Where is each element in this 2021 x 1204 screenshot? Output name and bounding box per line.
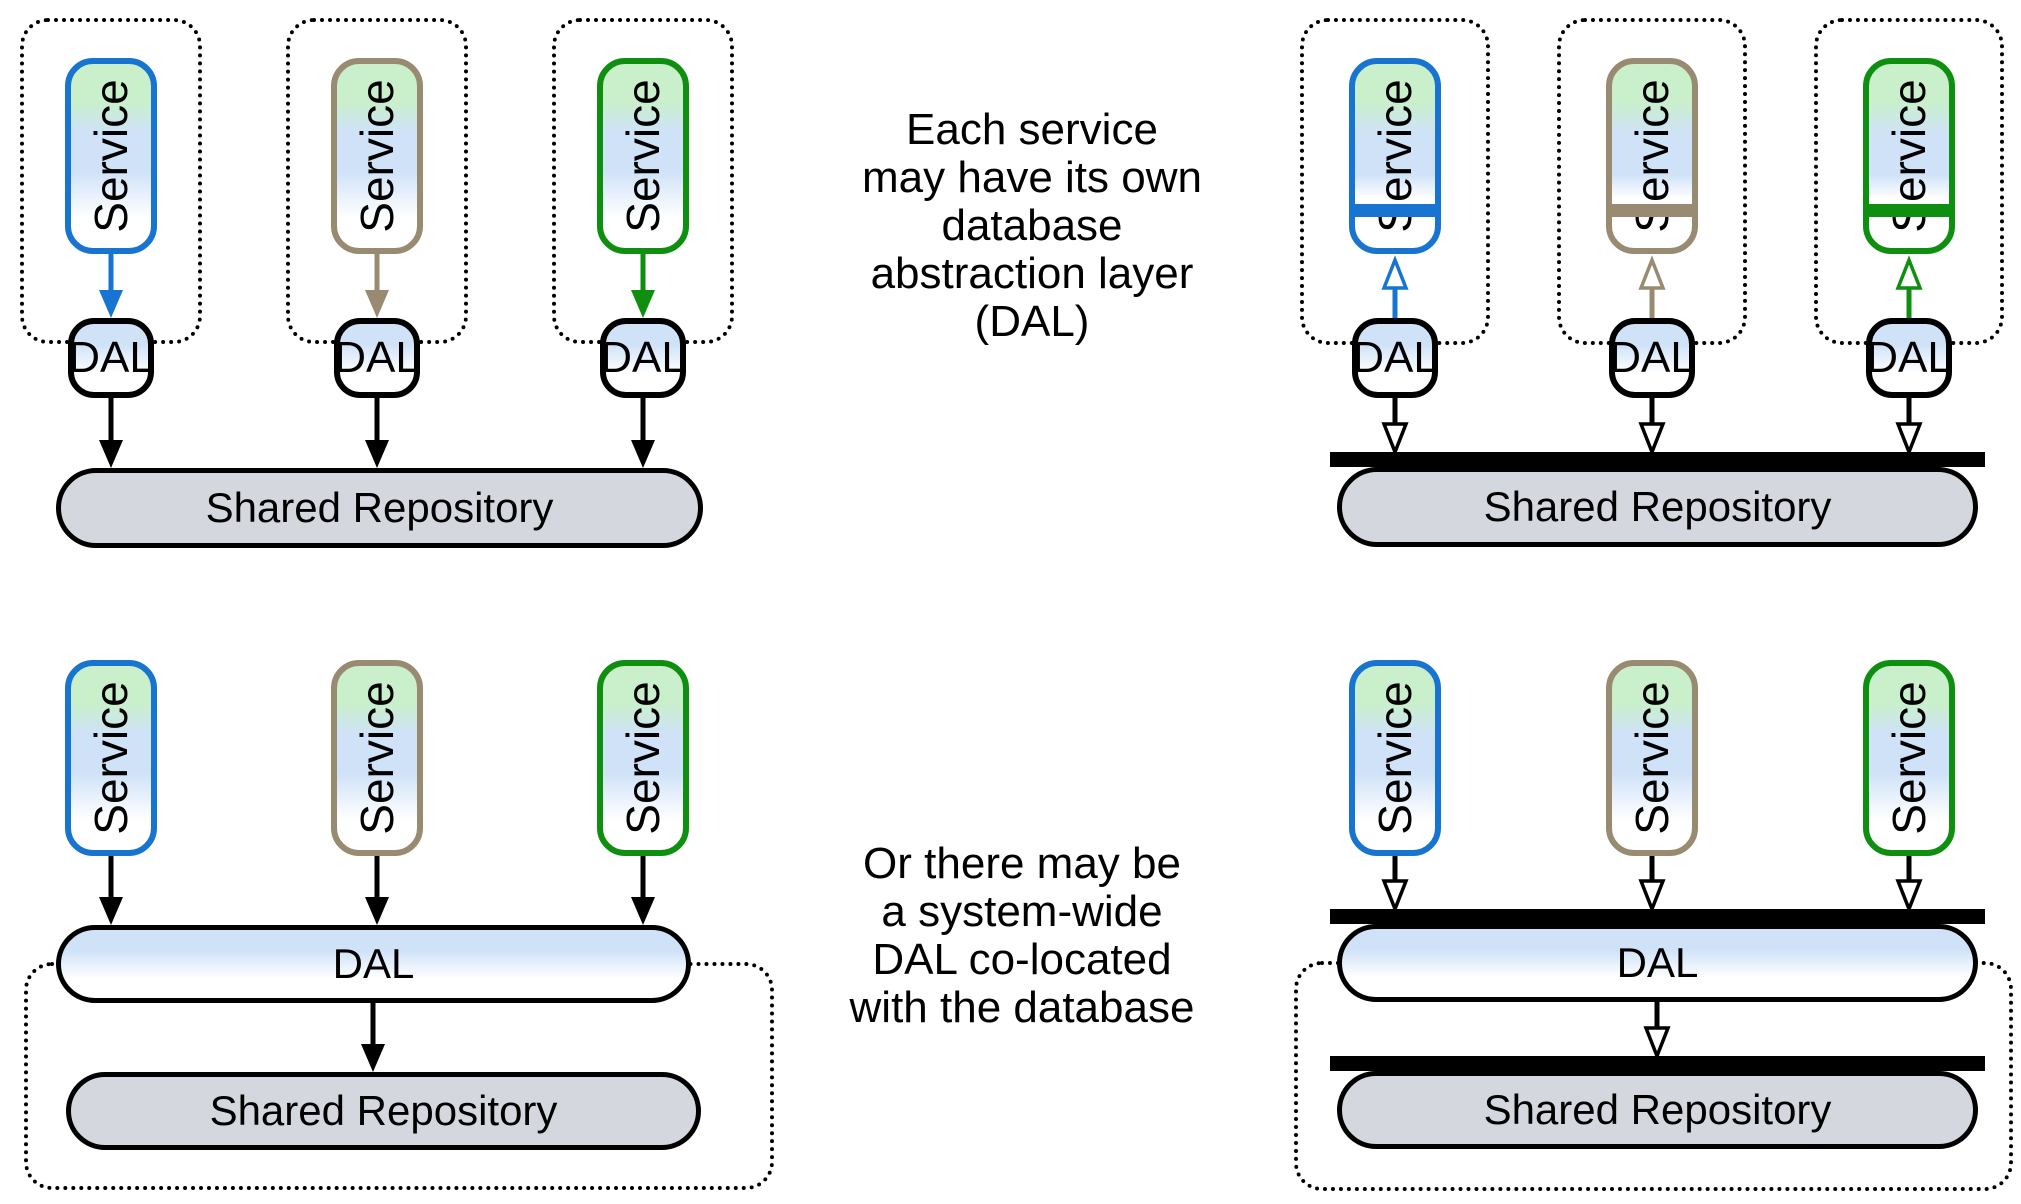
- dal-box-blue: DAL: [68, 318, 154, 398]
- dal-box-tan: DAL: [334, 318, 420, 398]
- service-label: Service: [85, 681, 137, 835]
- service-label: Service: [351, 79, 403, 233]
- arrowhead-bl-dal-to-repo: [361, 1044, 385, 1072]
- caption-line: DAL co-located: [872, 935, 1172, 984]
- caption-line: Or there may be: [863, 839, 1181, 888]
- service-label: Service: [1369, 681, 1421, 835]
- service-interface-bar: [1349, 204, 1441, 217]
- dal-box-green: DAL: [600, 318, 686, 398]
- open-arrowhead-br-service3: [1895, 879, 1923, 914]
- open-arrowhead-service2: [1638, 255, 1666, 290]
- repository-interface-bar-bottom-right: [1330, 1056, 1985, 1071]
- service-box-blue-with-interface-bar: Service: [1349, 58, 1441, 254]
- service-box-green-br: Service: [1863, 660, 1955, 856]
- caption-line: abstraction layer: [870, 249, 1194, 298]
- arrowhead-bl-service1-to-dal: [99, 897, 123, 925]
- open-arrowhead-repo-bar-3: [1895, 422, 1923, 457]
- open-arrowhead-repo-bar-2: [1638, 422, 1666, 457]
- arrowhead-bl-service2-to-dal: [365, 897, 389, 925]
- caption-systemwide-dal: Or there may be a system-wide DAL co-loc…: [782, 840, 1262, 1032]
- open-arrowhead-service3: [1895, 255, 1923, 290]
- service-label: Service: [1883, 681, 1935, 835]
- shared-repository-bottom-left: Shared Repository: [66, 1072, 701, 1150]
- service-box-blue-br: Service: [1349, 660, 1441, 856]
- service-label: Service: [617, 681, 669, 835]
- service-box-green-bl: Service: [597, 660, 689, 856]
- shared-repository-top-right: Shared Repository: [1337, 467, 1978, 547]
- repository-interface-bar-top-right: [1330, 452, 1985, 467]
- service-box-blue-bl: Service: [65, 660, 157, 856]
- arrowhead-service3-to-dal3: [631, 290, 655, 318]
- service-box-tan-br: Service: [1606, 660, 1698, 856]
- caption-line: Each service: [906, 105, 1158, 154]
- caption-per-service-dal: Each service may have its own database a…: [792, 106, 1272, 346]
- open-arrowhead-br-dal-to-repo: [1643, 1026, 1671, 1061]
- arrowhead-dal3-to-repo: [631, 440, 655, 468]
- shared-repository-top-left: Shared Repository: [56, 468, 703, 548]
- dal-box-green-alt: DAL: [1866, 318, 1952, 398]
- service-label: Service: [617, 79, 669, 233]
- open-arrowhead-br-service1: [1381, 879, 1409, 914]
- arrowhead-dal2-to-repo: [365, 440, 389, 468]
- caption-line: with the database: [849, 983, 1195, 1032]
- caption-line: (DAL): [974, 297, 1090, 346]
- service-interface-bar: [1863, 204, 1955, 217]
- open-arrowhead-service1: [1381, 255, 1409, 290]
- open-arrowhead-repo-bar-1: [1381, 422, 1409, 457]
- service-label: Service: [1626, 681, 1678, 835]
- service-box-blue: Service: [65, 58, 157, 254]
- arrowhead-service1-to-dal1: [99, 290, 123, 318]
- open-arrowhead-br-service2: [1638, 879, 1666, 914]
- arrowhead-bl-service3-to-dal: [631, 897, 655, 925]
- service-box-tan: Service: [331, 58, 423, 254]
- systemwide-dal-bl: DAL: [56, 925, 691, 1003]
- service-label: Service: [85, 79, 137, 233]
- service-box-green: Service: [597, 58, 689, 254]
- caption-line: may have its own: [862, 153, 1202, 202]
- arrowhead-dal1-to-repo: [99, 440, 123, 468]
- caption-line: a system-wide: [881, 887, 1163, 936]
- dal-interface-bar-bottom-right: [1330, 909, 1985, 924]
- service-box-green-with-interface-bar: Service: [1863, 58, 1955, 254]
- service-box-tan-bl: Service: [331, 660, 423, 856]
- service-interface-bar: [1606, 204, 1698, 217]
- dal-box-blue-alt: DAL: [1352, 318, 1438, 398]
- arrowhead-service2-to-dal2: [365, 290, 389, 318]
- service-label: Service: [351, 681, 403, 835]
- systemwide-dal-br: DAL: [1337, 924, 1978, 1002]
- shared-repository-bottom-right: Shared Repository: [1337, 1071, 1978, 1149]
- service-box-tan-with-interface-bar: Service: [1606, 58, 1698, 254]
- dal-box-tan-alt: DAL: [1609, 318, 1695, 398]
- caption-line: database: [941, 201, 1123, 250]
